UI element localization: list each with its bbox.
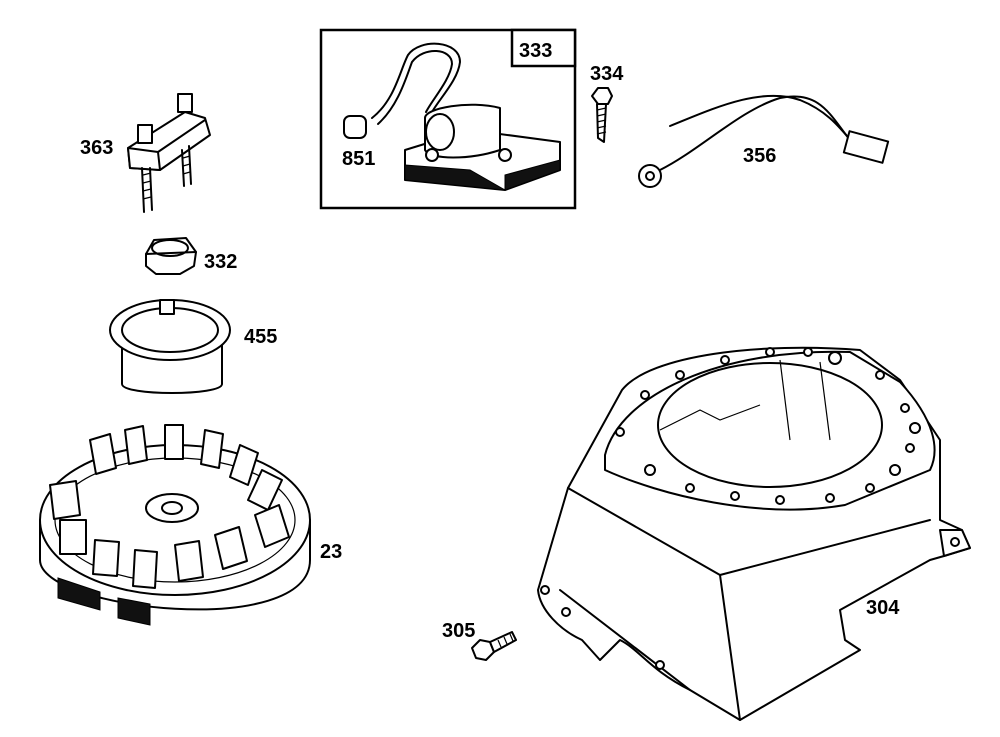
armature-coil-drawing: [343, 42, 561, 191]
part-label-356: 356: [743, 145, 776, 167]
part-label-455: 455: [244, 326, 277, 348]
flywheel-23-drawing: [39, 424, 311, 626]
part-label-333: 333: [519, 40, 552, 62]
nut-332-drawing: [145, 237, 197, 275]
armature-inset-frame: [319, 28, 577, 210]
ground-wire-356-drawing: [638, 94, 890, 188]
cup-455-drawing: [109, 299, 231, 394]
bolt-305-drawing: [471, 631, 517, 661]
part-label-305: 305: [442, 620, 475, 642]
part-label-23: 23: [320, 541, 342, 563]
bracket-363-drawing: [127, 93, 211, 213]
part-label-304: 304: [866, 597, 900, 619]
part-label-332: 332: [204, 251, 237, 273]
part-333-label-box: [510, 28, 577, 68]
part-label-851: 851: [342, 148, 375, 170]
part-label-334: 334: [590, 63, 624, 85]
screw-334-drawing: [591, 87, 613, 143]
part-label-363: 363: [80, 137, 113, 159]
blower-housing-304-drawing: [537, 346, 971, 721]
